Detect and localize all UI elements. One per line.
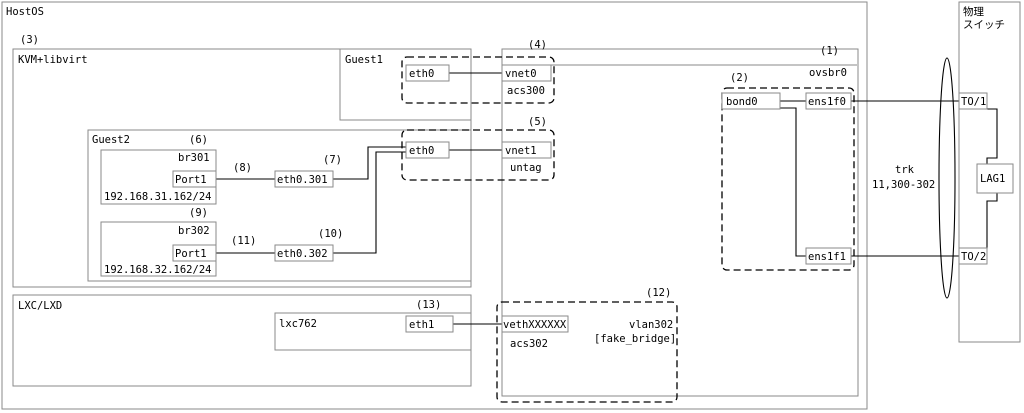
fake-bridge-dashed-group [496,301,678,403]
switch-port-to2 [958,247,988,265]
eth1-ref: (13) [416,299,441,311]
br301-label: br301 [178,152,210,164]
physical-switch-frame [958,1,1021,343]
vnet0-tag: acs300 [507,85,545,97]
lxc-eth1 [405,315,454,333]
kvm-label: KVM+libvirt [18,54,88,66]
eth0-302-to-eth0-link [333,151,406,254]
guest2-frame [87,129,472,282]
eth0-302-ref: (10) [318,228,343,240]
lxc762-label: lxc762 [279,318,317,330]
fake-bridge-tag: acs302 [510,338,548,350]
kvm-ref: (3) [20,34,39,46]
lxc-frame [12,294,472,387]
ovsbr0-frame [501,48,859,397]
br301-port1 [172,170,217,188]
br302-ref: (9) [189,207,208,219]
vnet0-port [501,64,552,82]
vnet1-tag: untag [510,162,542,174]
br302-ip: 192.168.32.162/24 [104,264,211,276]
br301-ip: 192.168.31.162/24 [104,191,211,203]
vnet0-label: vnet0 [505,68,537,80]
eth0-301-ref: (7) [323,154,342,166]
vnet0-dashed-group [401,56,555,104]
bond0-ref: (2) [730,72,749,84]
trunk-ellipse [938,57,956,299]
guest2-eth0-label: eth0 [409,145,434,157]
br302-port1 [172,244,217,262]
link8-ref: (8) [233,162,252,174]
br301-ref: (6) [189,134,208,146]
vnet1-dashed-group [401,129,555,181]
vnet1-ref: (5) [528,116,547,128]
ovsbr0-label: ovsbr0 [809,67,847,79]
guest1-eth0 [405,64,450,82]
fake-bridge-ref: (12) [646,287,671,299]
lag1-box [976,163,1014,194]
ens1f0-label: ens1f0 [808,96,846,108]
bond0-dashed-group [721,87,855,271]
bond0-box [721,92,781,110]
bond0-to-ens1f1-link [780,107,806,257]
guest1-eth0-label: eth0 [409,68,434,80]
lxc762-frame [274,312,472,351]
trunk-label: trk [895,164,915,176]
to1-to-lag1-link [986,108,998,164]
vnet1-label: vnet1 [505,145,537,157]
br302-port1-label: Port1 [175,248,207,260]
guest1-label: Guest1 [345,54,383,66]
ovsbr0-ref: (1) [820,45,839,57]
guest2-label: Guest2 [92,134,130,146]
br302-label: br302 [178,225,210,237]
physical-switch-label-line1: 物理 [963,5,984,18]
to1-label: TO/1 [961,96,986,108]
eth1-label: eth1 [409,319,434,331]
ens1f1-port [805,247,852,265]
vnet1-port [501,141,552,159]
guest1-frame [339,48,472,121]
hostos-label: HostOS [6,6,44,18]
bond0-label: bond0 [726,96,758,108]
eth0-302-label: eth0.302 [277,248,328,260]
veth-label: vethXXXXXX [503,319,567,331]
eth0-301-label: eth0.301 [277,174,328,186]
fake-bridge-label: [fake_bridge] [594,333,676,345]
fake-bridge-vlan-label: vlan302 [629,319,673,331]
veth-port [501,315,569,333]
eth0-301-box [274,170,334,188]
guest2-eth0 [405,141,450,159]
physical-switch-label-line2: スイッチ [963,19,1005,31]
lxc-label: LXC/LXD [18,300,62,312]
ens1f1-label: ens1f1 [808,251,846,263]
ens1f0-port [805,92,852,110]
br301-port1-label: Port1 [175,174,207,186]
vnet0-ref: (4) [528,39,547,51]
to2-to-lag1-link [986,193,998,249]
link11-ref: (11) [231,235,256,247]
switch-port-to1 [958,92,988,110]
lag1-label: LAG1 [980,173,1005,185]
eth0-301-to-eth0-link [333,146,406,180]
hostos-frame [1,1,868,410]
trunk-vlans: 11,300-302 [872,179,935,191]
eth0-302-box [274,244,334,262]
to2-label: TO/2 [961,251,986,263]
